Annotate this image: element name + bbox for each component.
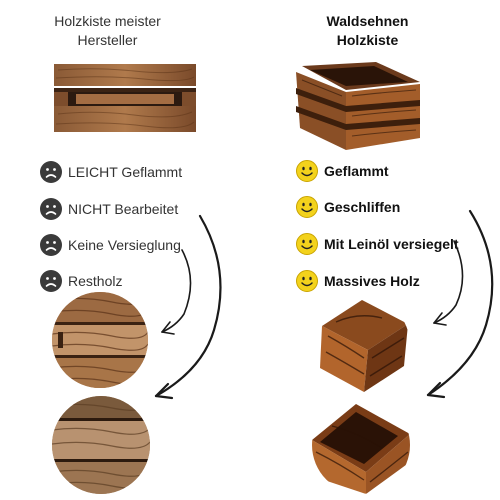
left-item-4: Restholz bbox=[40, 270, 122, 292]
left-wood-closeup-1 bbox=[52, 292, 148, 388]
waldsehnen-crate-image bbox=[296, 60, 422, 150]
smiley-face-icon bbox=[296, 233, 318, 255]
sad-face-icon bbox=[40, 270, 62, 292]
sad-face-icon bbox=[40, 161, 62, 183]
left-arrow-icon bbox=[154, 214, 222, 400]
right-arrow-icon bbox=[426, 209, 494, 399]
left-title-line2: Hersteller bbox=[77, 32, 138, 48]
left-column-title: Holzkiste meister Hersteller bbox=[40, 12, 175, 50]
right-item-label: Mit Leinöl versiegelt bbox=[324, 236, 459, 252]
left-item-label: NICHT Bearbeitet bbox=[68, 201, 179, 217]
smiley-face-icon bbox=[296, 270, 318, 292]
right-item-1: Geflammt bbox=[296, 160, 389, 182]
smiley-face-icon bbox=[296, 160, 318, 182]
left-item-1: LEICHT Geflammt bbox=[40, 161, 182, 183]
right-title-line1: Waldsehnen bbox=[326, 13, 409, 29]
right-item-4: Massives Holz bbox=[296, 270, 420, 292]
left-title-line1: Holzkiste meister bbox=[54, 13, 161, 29]
right-item-2: Geschliffen bbox=[296, 196, 400, 218]
right-wood-closeup-1 bbox=[312, 296, 410, 394]
smiley-face-icon bbox=[296, 196, 318, 218]
right-item-label: Geflammt bbox=[324, 163, 389, 179]
right-item-label: Massives Holz bbox=[324, 273, 420, 289]
left-item-label: LEICHT Geflammt bbox=[68, 164, 183, 180]
left-wood-closeup-2 bbox=[52, 396, 150, 494]
right-title-line2: Holzkiste bbox=[336, 32, 399, 48]
right-column-title: Waldsehnen Holzkiste bbox=[300, 12, 435, 50]
competitor-crate-image bbox=[54, 64, 196, 132]
sad-face-icon bbox=[40, 198, 62, 220]
right-item-3: Mit Leinöl versiegelt bbox=[296, 233, 459, 255]
right-wood-closeup-2 bbox=[312, 396, 410, 494]
left-item-2: NICHT Bearbeitet bbox=[40, 198, 178, 220]
left-item-label: Restholz bbox=[68, 273, 123, 289]
left-item-label: Keine Versieglung bbox=[68, 237, 181, 253]
right-item-label: Geschliffen bbox=[324, 199, 401, 215]
sad-face-icon bbox=[40, 234, 62, 256]
left-item-3: Keine Versieglung bbox=[40, 234, 181, 256]
